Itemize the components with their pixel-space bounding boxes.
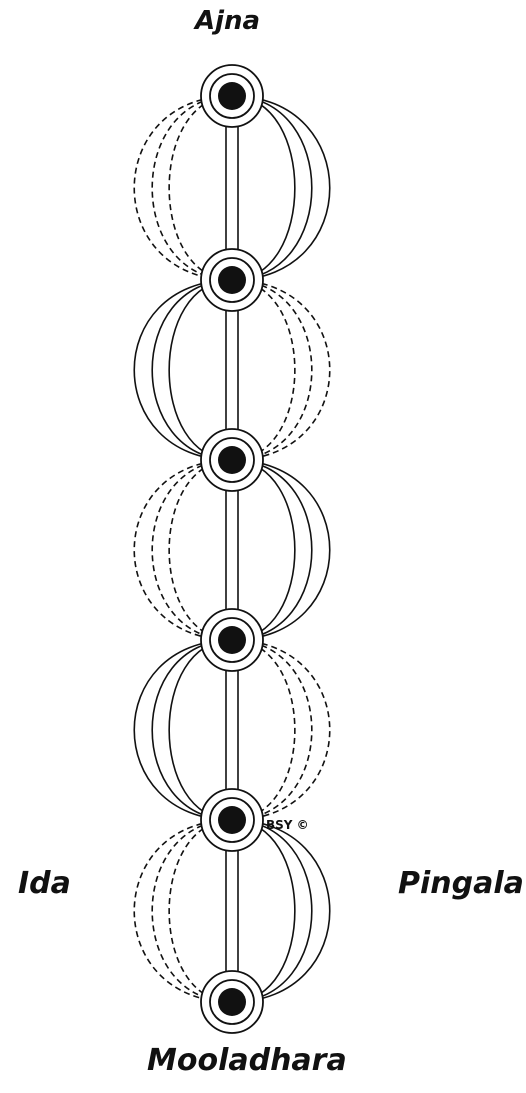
nadi-arcs	[134, 96, 330, 1002]
node-dot	[218, 806, 246, 834]
copyright-credit: BSY ©	[266, 818, 309, 832]
node-dot	[218, 988, 246, 1016]
chakra-node-3	[201, 429, 263, 491]
bottom-label-mooladhara: Mooladhara	[147, 1043, 347, 1078]
node-dot	[218, 626, 246, 654]
right-label-pingala: Pingala	[398, 866, 524, 901]
left-label-ida: Ida	[18, 866, 71, 901]
node-dot	[218, 82, 246, 110]
sushumna-spine	[226, 96, 238, 1002]
node-dot	[218, 446, 246, 474]
chakra-node-4	[201, 609, 263, 671]
chakra-nodes	[201, 65, 263, 1033]
chakra-node-1	[201, 65, 263, 127]
chakra-node-2	[201, 249, 263, 311]
node-dot	[218, 266, 246, 294]
chakra-node-5	[201, 789, 263, 851]
chakra-node-6	[201, 971, 263, 1033]
